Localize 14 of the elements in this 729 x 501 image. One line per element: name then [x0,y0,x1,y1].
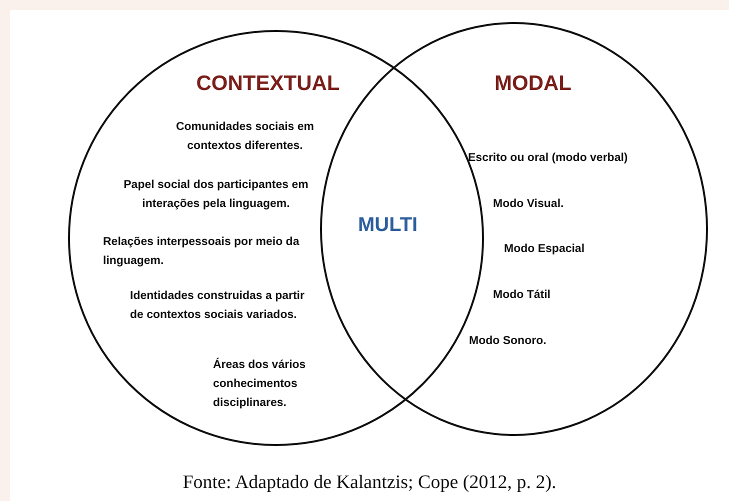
list-item-text: Áreas dos vários conhecimentos disciplinares. [213,356,307,411]
list-item-text: Escrito ou oral (modo verbal) [468,151,629,166]
list-item-text: Modo Sonoro. [469,334,548,349]
list-item-text: Relações interpessoais por meio da linguagem. [103,235,300,269]
list-item-text: Papel social dos participantes em interações pela linguagem. [122,178,310,212]
list-item-text: Modo Visual. [493,197,565,212]
list-item-text: Modo Espacial [504,242,586,257]
overlap-label: MULTI [358,214,418,237]
circle-heading: CONTEXTUAL [196,72,340,96]
list-item-text: Identidades construidas a partir de contextos sociais variados. [130,289,306,323]
list-item-text: Comunidades sociais em contextos diferentes. [174,120,316,154]
circle-heading: MODAL [494,72,572,96]
list-item-text: Modo Tátil [493,288,552,303]
caption: Fonte: Adaptado de Kalantzis; Cope (2012, p. 2). [182,472,558,494]
